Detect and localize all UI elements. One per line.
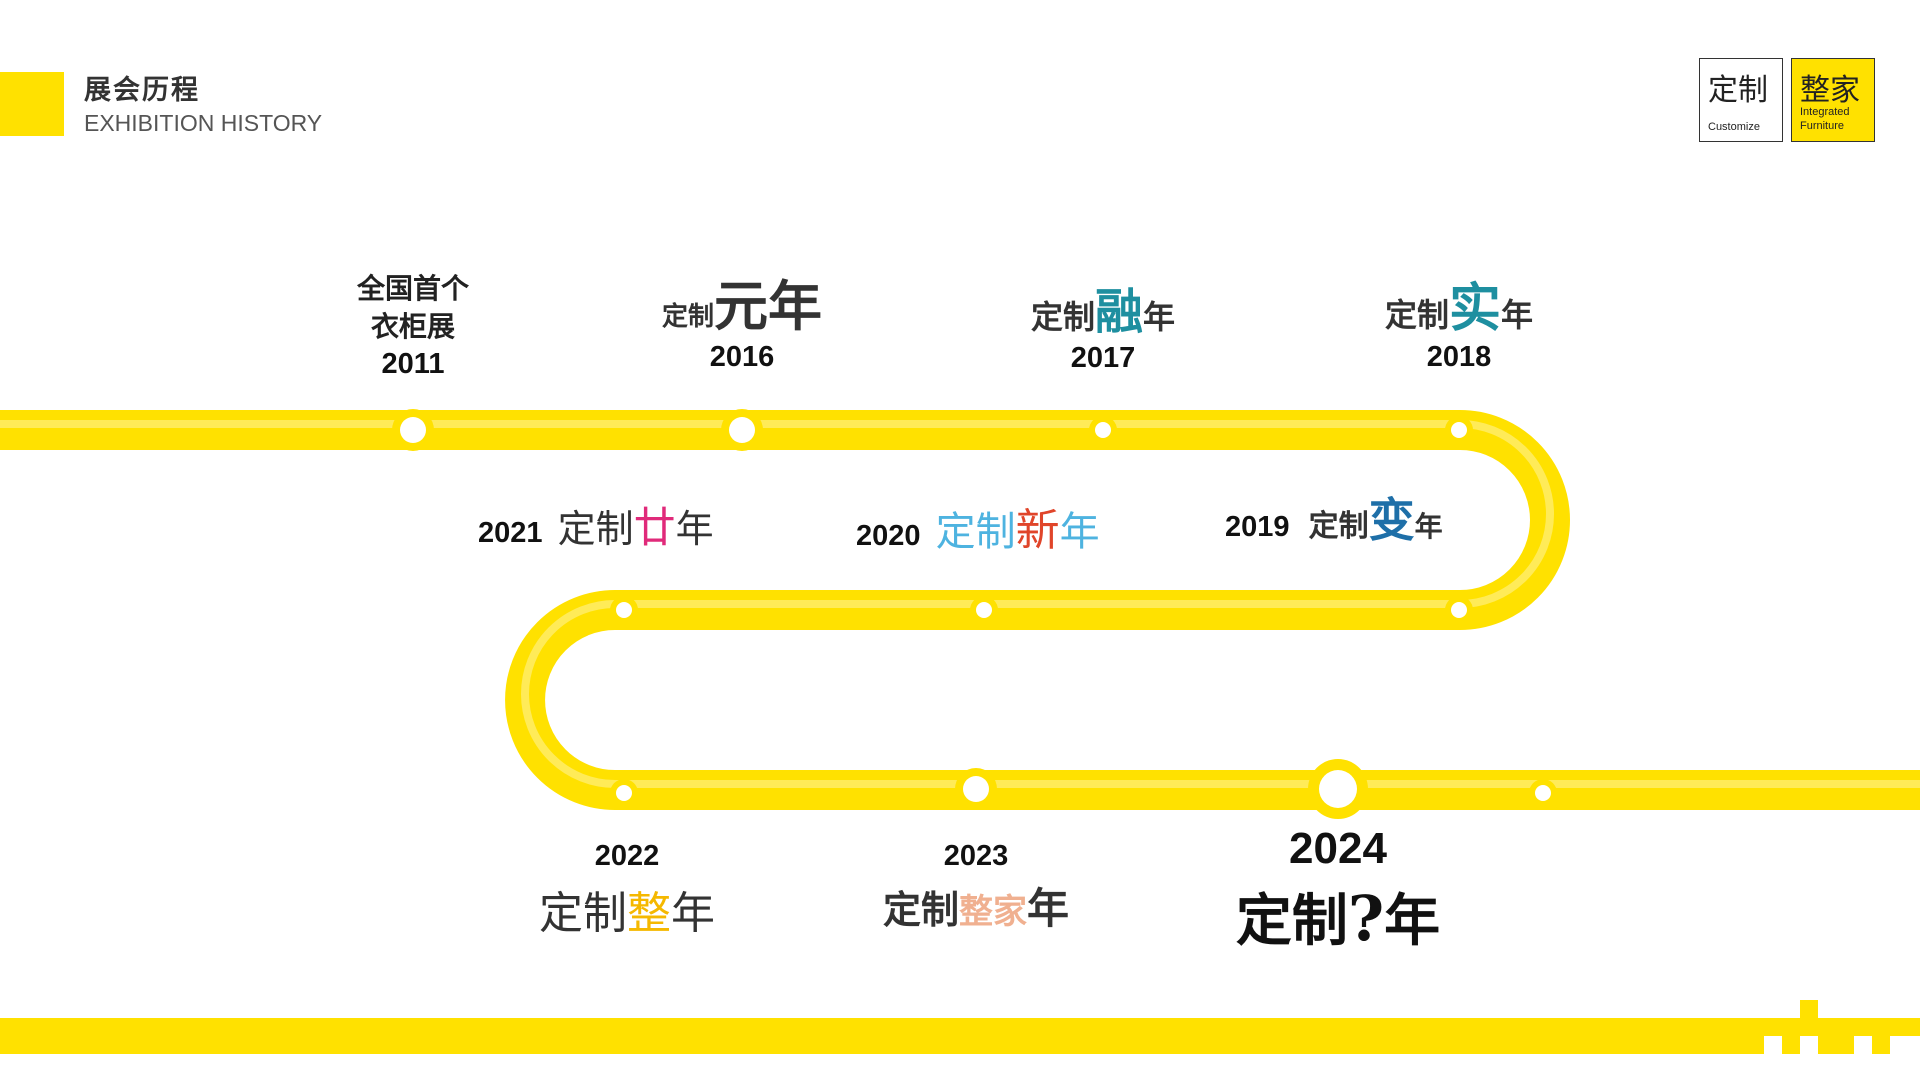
logo-integrated-text: 整家 — [1800, 73, 1860, 108]
milestone-2020-year: 2020 — [856, 520, 921, 552]
milestone-2020-theme: 定制新年 — [936, 494, 1100, 558]
milestone-2021-year: 2021 — [478, 517, 543, 549]
milestone-2017-theme: 定制融年 — [1031, 272, 1175, 342]
milestone-2011-label-line2: 衣柜展 — [370, 310, 455, 343]
milestone-2023: 2023 定制整家年 — [856, 840, 1096, 936]
milestone-2021: 2021 定制廿年 — [478, 494, 738, 555]
milestone-2016-key: 元 — [714, 274, 768, 338]
logo-customize-text: 定制 — [1708, 73, 1768, 108]
milestone-2018-theme: 定制实年 — [1385, 266, 1533, 341]
milestone-2017: 定制融年 2017 — [993, 272, 1213, 375]
pixel-decoration — [1800, 1000, 1818, 1018]
page-subtitle: EXHIBITION HISTORY — [84, 110, 323, 136]
milestone-2022-theme: 定制整年 — [539, 877, 715, 941]
milestone-2024: 2024 定制?年 — [1198, 824, 1478, 957]
milestone-2024-year: 2024 — [1289, 824, 1387, 873]
timeline-node-2011 — [392, 409, 434, 451]
milestone-2018-year: 2018 — [1426, 341, 1492, 373]
milestone-2023-theme: 定制整家年 — [883, 875, 1069, 936]
milestone-2021-suffix: 年 — [675, 507, 714, 551]
milestone-2017-key: 融 — [1094, 284, 1143, 340]
milestone-2017-suffix: 年 — [1143, 298, 1176, 336]
timeline-node-2016 — [721, 409, 763, 451]
milestone-2019-theme: 定制变年 — [1309, 484, 1443, 550]
milestone-2018: 定制实年 2018 — [1349, 266, 1569, 374]
track-highlight — [0, 420, 1920, 788]
pixel-decoration — [1836, 1018, 1854, 1036]
milestone-2018-suffix: 年 — [1501, 296, 1534, 334]
timeline-node-2023 — [955, 768, 997, 810]
timeline-node-2020 — [970, 596, 998, 624]
timeline-node-2022 — [610, 779, 638, 807]
milestone-2011-label-line1: 全国首个 — [356, 272, 469, 305]
logo-customize-caption: Customize — [1708, 121, 1760, 133]
milestone-2019-suffix: 年 — [1414, 510, 1443, 543]
milestone-2017-prefix: 定制 — [1030, 298, 1095, 336]
pixel-decoration — [1854, 1036, 1872, 1054]
milestone-2022-key: 整 — [627, 888, 671, 939]
milestone-2020-key: 新 — [1015, 505, 1060, 556]
track-path — [0, 410, 1920, 810]
logo-integrated-caption-1: Integrated — [1800, 106, 1850, 118]
milestone-2022: 2022 定制整年 — [517, 840, 737, 941]
milestone-2023-year: 2023 — [943, 840, 1009, 872]
milestone-2022-prefix: 定制 — [539, 888, 627, 939]
logo-integrated-caption-2: Furniture — [1800, 120, 1845, 132]
pixel-decoration — [1800, 1036, 1818, 1054]
milestone-2016-suffix: 年 — [768, 274, 822, 338]
milestone-2019-year: 2019 — [1225, 511, 1290, 543]
milestone-2020-prefix: 定制 — [935, 509, 1016, 555]
pixel-decoration — [1818, 1018, 1836, 1036]
milestone-2021-key: 廿 — [633, 503, 676, 552]
pixel-decoration — [1872, 1018, 1890, 1036]
logo-integrated-furniture: 整家 Integrated Furniture — [1791, 58, 1875, 142]
timeline-node-2019 — [1445, 596, 1473, 624]
page-title: 展会历程 — [84, 75, 200, 106]
milestone-2022-year: 2022 — [594, 840, 660, 872]
timeline-node-2017 — [1089, 416, 1117, 444]
milestone-2023-key: 整家 — [959, 892, 1027, 932]
milestone-2011: 全国首个 衣柜展 2011 — [313, 270, 513, 381]
milestone-2016-prefix: 定制 — [661, 302, 714, 332]
timeline-node-2018 — [1445, 416, 1473, 444]
milestone-2024-suffix: 年 — [1384, 888, 1441, 954]
milestone-2016-theme: 定制元年 — [662, 262, 822, 341]
milestone-2016-year: 2016 — [709, 341, 775, 373]
milestone-2021-prefix: 定制 — [557, 507, 634, 551]
milestone-2017-year: 2017 — [1070, 342, 1136, 374]
corner-accent-block — [0, 72, 64, 136]
milestone-2021-theme: 定制廿年 — [558, 494, 714, 555]
milestone-2022-suffix: 年 — [671, 888, 715, 939]
milestone-2024-prefix: 定制 — [1235, 888, 1348, 954]
milestone-2023-prefix: 定制 — [882, 887, 959, 932]
pixel-decoration — [1890, 1036, 1920, 1054]
pixel-decoration — [1764, 1036, 1782, 1054]
milestone-2019-key: 变 — [1368, 493, 1415, 547]
timeline-node-2021 — [610, 596, 638, 624]
timeline-node-end — [1529, 779, 1557, 807]
milestone-2019-prefix: 定制 — [1308, 509, 1369, 544]
logo-customize: 定制 Customize — [1699, 58, 1783, 142]
milestone-2016: 定制元年 2016 — [632, 262, 852, 374]
bottom-accent-band — [0, 1018, 1920, 1054]
milestone-2020: 2020 定制新年 — [856, 494, 1116, 558]
milestone-2024-key: ? — [1347, 882, 1385, 955]
milestone-2018-prefix: 定制 — [1384, 296, 1449, 334]
timeline-node-2024 — [1308, 759, 1368, 819]
milestone-2019: 2019 定制变年 — [1225, 484, 1495, 550]
milestone-2023-suffix: 年 — [1027, 884, 1070, 933]
milestone-2020-suffix: 年 — [1059, 509, 1100, 555]
milestone-2011-year: 2011 — [381, 348, 445, 380]
milestone-2018-key: 实 — [1448, 278, 1501, 339]
pixel-decoration — [1782, 1018, 1800, 1036]
milestone-2024-theme: 定制?年 — [1236, 876, 1440, 957]
